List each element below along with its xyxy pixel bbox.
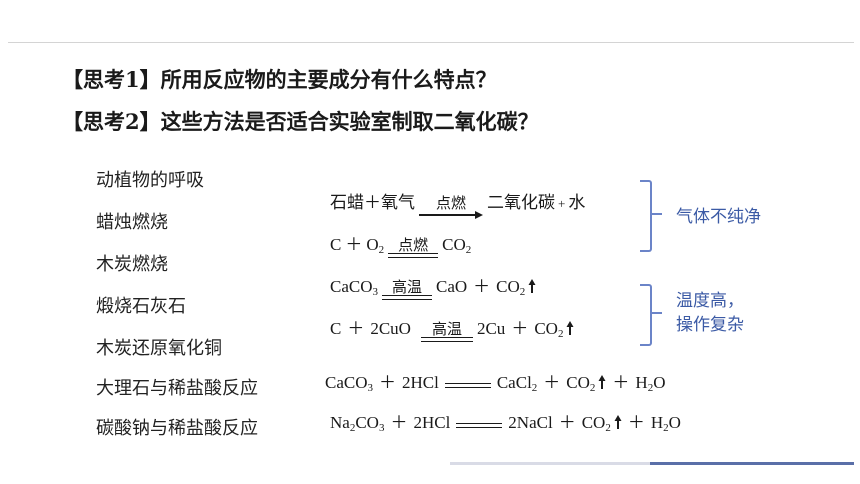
eq-term: CO2 [496,277,526,298]
method-soda: 碳酸钠与稀盐酸反应 [96,418,258,439]
eq-term: 2Cu [476,319,506,338]
eq-term: CO2 [534,319,564,340]
up-arrow-icon [614,415,622,429]
condition-text: 点燃 [398,236,429,254]
equation-candle: 石蜡＋氧气 点燃 二氧化碳 + 水 [330,188,585,219]
eq-right: 二氧化碳 [487,193,555,213]
question-1: 【思考1】所用反应物的主要成分有什么特点？ [62,67,497,92]
condition-equals: 高温 [420,320,473,342]
eq-term: CaCO3 [330,277,378,298]
eq-term: C [330,235,342,254]
double-line-icon [382,295,432,300]
method-marble: 大理石与稀盐酸反应 [96,378,258,399]
equation-marble: CaCO3 ＋ 2HCl CaCl2 ＋ CO2 ＋ H2O [325,368,665,394]
condition-text: 点燃 [435,194,466,212]
eq-term: Na2CO3 [330,413,385,434]
eq-term: 2HCl [402,373,439,392]
up-arrow-icon [566,321,574,335]
eq-term: CaCl2 [496,373,538,394]
bracket-impure [640,180,652,252]
arrow-icon [419,211,483,219]
eq-plus: ＋ [612,373,630,392]
question-2: 【思考2】这些方法是否适合实验室制取二氧化碳？ [62,109,539,134]
note-impure: 气体不纯净 [676,207,761,227]
double-line-icon [420,337,473,342]
method-cuo: 木炭还原氧化铜 [96,338,222,359]
top-divider [8,42,854,43]
eq-plus: ＋ [511,319,529,338]
note-hot-line1: 温度高， [676,291,744,311]
up-arrow-icon [528,279,536,293]
eq-water: 水 [568,193,586,213]
eq-left: 石蜡＋氧气 [330,193,415,213]
condition-equals: 点燃 [388,236,439,258]
method-candle: 蜡烛燃烧 [96,212,168,233]
equation-cuo: C ＋ 2CuO 高温 2Cu ＋ CO2 [330,314,574,342]
condition-equals [456,423,503,428]
equation-soda: Na2CO3 ＋ 2HCl 2NaCl ＋ CO2 ＋ H2O [330,408,681,434]
eq-term: 2NaCl [508,413,553,432]
eq-plus: ＋ [473,277,491,296]
double-line-icon [456,423,503,428]
equation-limestone: CaCO3 高温 CaO ＋ CO2 [330,272,536,300]
eq-term: 2HCl [413,413,451,432]
eq-term: C [330,319,342,338]
eq-term: CO2 [581,413,611,434]
condition-text: 高温 [431,320,462,338]
equation-charcoal: C ＋ O2 点燃 CO2 [330,230,471,258]
condition-arrow: 点燃 [419,195,483,219]
condition-text: 高温 [391,278,422,296]
method-respiration: 动植物的呼吸 [96,170,204,191]
eq-plus: ＋ [543,373,561,392]
eq-term: 2CuO [370,319,411,338]
footer-bar-dark [650,462,854,465]
condition-equals: 高温 [382,279,432,300]
bracket-hot [640,284,652,346]
eq-plus: ＋ [627,413,645,432]
eq-term: CaCO3 [325,373,373,394]
up-arrow-icon [598,375,606,389]
method-limestone: 煅烧石灰石 [96,296,186,317]
footer-bar-light [450,462,650,465]
double-line-icon [444,383,491,388]
note-hot-line2: 操作复杂 [676,315,744,335]
eq-plus: ＋ [390,413,408,432]
eq-term: CO2 [442,235,472,256]
method-charcoal: 木炭燃烧 [96,254,168,275]
bracket-tick [652,312,662,314]
eq-term: CaO [436,277,468,296]
double-line-icon [388,253,439,258]
eq-plus: ＋ [558,413,576,432]
bracket-tick [652,213,662,215]
eq-plus: ＋ [345,235,363,254]
eq-plus: + [558,196,566,211]
eq-plus: ＋ [347,319,365,338]
eq-term: H2O [650,413,681,434]
eq-term: O2 [366,235,385,256]
condition-equals [444,383,491,388]
eq-term: H2O [635,373,666,394]
eq-plus: ＋ [379,373,396,392]
eq-term: CO2 [566,373,596,394]
